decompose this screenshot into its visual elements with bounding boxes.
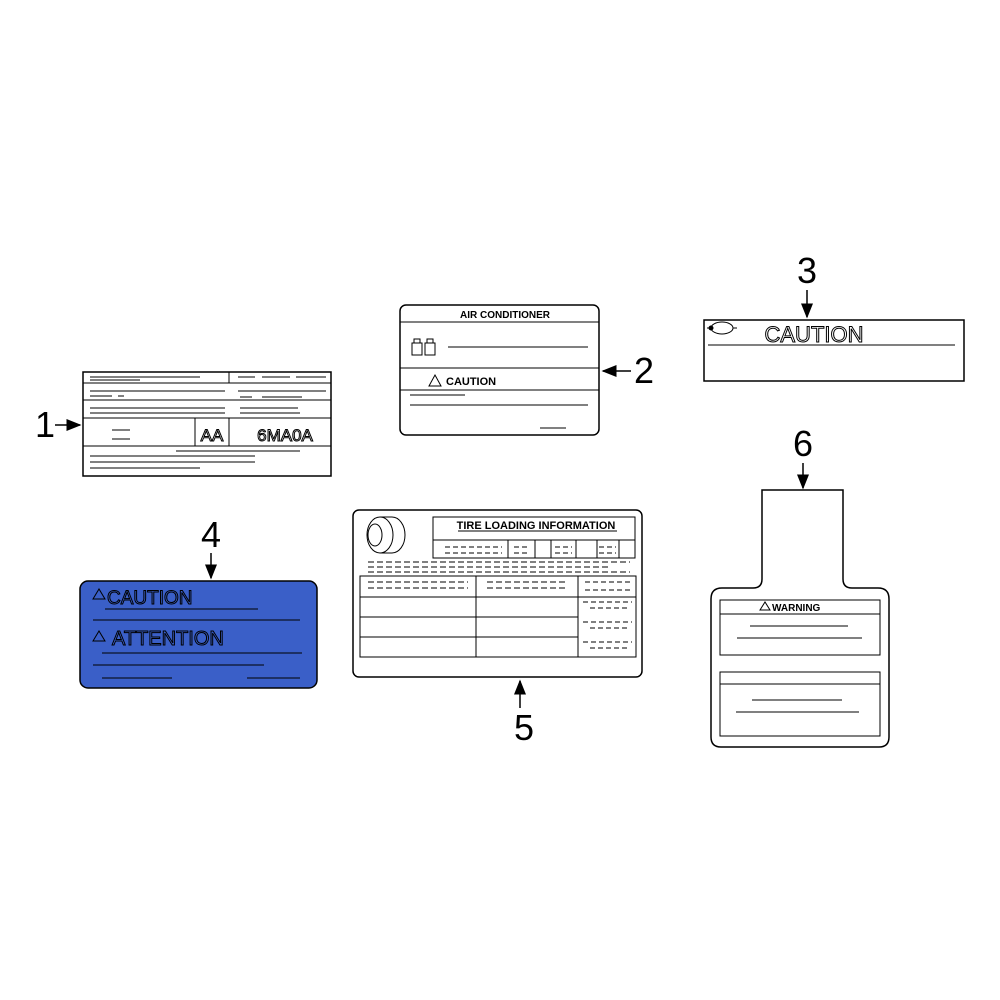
label-6[interactable]: WARNING (710, 489, 890, 748)
label-4[interactable]: CAUTION ATTENTION (79, 580, 318, 689)
refrigerant-icon (411, 338, 436, 356)
callout-5-number: 5 (514, 707, 534, 748)
label4-caution: CAUTION (107, 588, 193, 609)
label2-title: AIR CONDITIONER (460, 310, 551, 321)
callout-4: 4 (201, 514, 221, 580)
tire-icon (366, 516, 406, 554)
label-2[interactable]: AIR CONDITIONER CAUTION (399, 304, 600, 436)
callout-1: 1 (35, 404, 82, 445)
label1-code-right: 6MA0A (257, 426, 313, 445)
label1-code-left: AA (201, 426, 224, 445)
label2-caution: CAUTION (446, 376, 496, 388)
label4-attention: ATTENTION (112, 628, 224, 650)
label-1[interactable]: AA 6MA0A (82, 371, 332, 477)
callout-6: 6 (793, 423, 813, 490)
label-3[interactable]: CAUTION (703, 319, 965, 382)
label5-title: TIRE LOADING INFORMATION (457, 520, 616, 532)
callout-4-number: 4 (201, 514, 221, 555)
caution-triangle-icon (92, 588, 106, 600)
callout-6-number: 6 (793, 423, 813, 464)
callout-2: 2 (601, 350, 654, 391)
label3-caution: CAUTION (765, 322, 864, 347)
callout-3-number: 3 (797, 250, 817, 291)
callout-3: 3 (797, 250, 817, 319)
warning-triangle-icon (759, 601, 771, 611)
attention-triangle-icon (92, 630, 106, 642)
callout-1-number: 1 (35, 404, 55, 445)
callout-2-number: 2 (634, 350, 654, 391)
compressor-icon (707, 321, 737, 335)
label-5[interactable]: TIRE LOADING INFORMATION (352, 509, 643, 678)
callout-5: 5 (514, 679, 534, 748)
caution-triangle-icon (428, 373, 442, 387)
label6-warning: WARNING (772, 603, 821, 614)
